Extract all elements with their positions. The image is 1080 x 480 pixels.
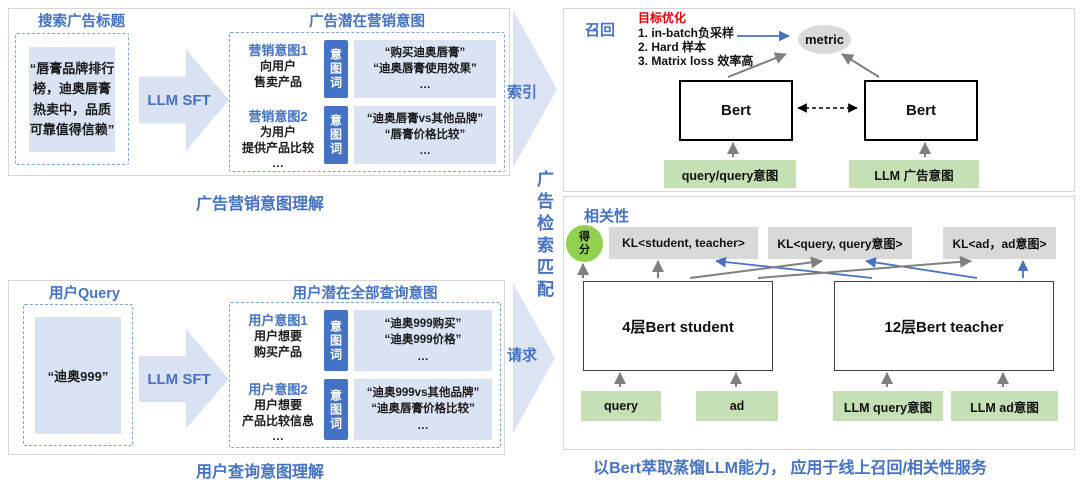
ad-input-title: 搜索广告标题	[38, 14, 125, 30]
query-dashed-box: “迪奥999”	[23, 304, 133, 446]
recall-input-left: query/query意图	[664, 160, 796, 188]
objectives-title: 目标优化	[638, 11, 687, 25]
intent-words-tag: 意图词	[324, 40, 348, 98]
intent-words-tag: 意图词	[324, 379, 348, 440]
user-intent-row-1: 用户意图1 用户想要 购买产品 意图词 “迪奥999购买” “迪奥999价格” …	[238, 310, 492, 371]
bert-teacher-box: 12层Bert teacher	[834, 281, 1054, 371]
intent-desc: 用户想要 产品比较信息 …	[241, 398, 314, 444]
bert-box-right: Bert	[864, 80, 978, 141]
ad-retrieval-match-label: 广告检索匹配	[534, 170, 553, 302]
kl-student-teacher-box: KL<student, teacher>	[609, 227, 758, 259]
bert-student-box: 4层Bert student	[583, 281, 773, 371]
bert-box-left: Bert	[679, 80, 793, 141]
student-input-ad: ad	[696, 391, 778, 421]
intent-keywords: “购买迪奥唇膏” “迪奥唇膏使用效果” …	[354, 40, 496, 98]
marketing-intent-row-2: 营销意图2 为用户 提供产品比较 … 意图词 “迪奥唇膏vs其他品牌” “唇膏价…	[238, 106, 496, 170]
intent-name: 营销意图1	[248, 43, 308, 58]
metric-node: metric	[798, 25, 851, 54]
ad-intent-panel: 搜索广告标题 “唇膏品牌排行榜，迪奥唇膏热卖中，品质可靠值得信赖” LLM SF…	[8, 8, 510, 176]
ad-understanding-caption: 广告营销意图理解	[195, 196, 324, 213]
recall-title: 召回	[585, 22, 616, 39]
llm-sft-label-top: LLM SFT	[147, 91, 211, 109]
teacher-input-ad-intent: LLM ad意图	[951, 391, 1058, 421]
request-label: 请求	[507, 347, 538, 364]
ad-title-dashed-box: “唇膏品牌排行榜，迪奥唇膏热卖中，品质可靠值得信赖”	[15, 33, 129, 165]
intent-desc: 为用户 提供产品比较 …	[241, 125, 314, 171]
distill-caption: 以Bert萃取蒸馏LLM能力， 应用于线上召回/相关性服务	[593, 460, 987, 477]
intent-label-group: 用户意图2 用户想要 产品比较信息 …	[238, 379, 318, 443]
kl-query-intent-box: KL<query, query意图>	[768, 227, 912, 259]
recall-input-right: LLM 广告意图	[849, 160, 979, 188]
intent-desc: 用户想要 购买产品	[253, 329, 302, 359]
relevance-panel: 相关性 得 分 KL<student, teacher> KL<query, q…	[563, 196, 1075, 450]
student-input-query: query	[581, 391, 661, 421]
query-text: “迪奥999”	[35, 317, 121, 434]
intent-words-tag: 意图词	[324, 310, 348, 371]
score-node: 得 分	[566, 225, 603, 262]
objectives-block: 目标优化 1. in-batch负采样 2. Hard 样本 3. Matrix…	[638, 9, 753, 68]
intent-desc: 向用户 售卖产品	[253, 59, 302, 89]
intent-name: 营销意图2	[248, 109, 308, 124]
marketing-intent-row-1: 营销意图1 向用户 售卖产品 意图词 “购买迪奥唇膏” “迪奥唇膏使用效果” …	[238, 40, 496, 98]
ad-output-title: 广告潜在营销意图	[309, 14, 425, 30]
intent-label-group: 用户意图1 用户想要 购买产品	[238, 310, 318, 371]
intent-keywords: “迪奥唇膏vs其他品牌” “唇膏价格比较” …	[354, 106, 496, 164]
intent-label-group: 营销意图2 为用户 提供产品比较 …	[238, 106, 318, 170]
kl-ad-intent-box: KL<ad，ad意图>	[943, 227, 1056, 259]
relevance-title: 相关性	[584, 208, 630, 225]
intent-words-tag: 意图词	[324, 106, 348, 164]
llm-sft-label-bottom: LLM SFT	[147, 370, 211, 388]
intent-keywords: “迪奥999vs其他品牌” “迪奥唇膏价格比较” …	[354, 379, 492, 440]
query-input-title: 用户Query	[49, 286, 120, 302]
teacher-input-query-intent: LLM query意图	[833, 391, 943, 421]
ad-intents-dashed-box: 营销意图1 向用户 售卖产品 意图词 “购买迪奥唇膏” “迪奥唇膏使用效果” ……	[229, 32, 505, 172]
query-output-title: 用户潜在全部查询意图	[292, 286, 438, 302]
intent-name: 用户意图2	[248, 382, 308, 397]
ad-title-text: “唇膏品牌排行榜，迪奥唇膏热卖中，品质可靠值得信赖”	[29, 47, 115, 152]
objectives-list: 1. in-batch负采样 2. Hard 样本 3. Matrix loss…	[638, 26, 754, 69]
recall-panel: 召回 目标优化 1. in-batch负采样 2. Hard 样本 3. Mat…	[563, 8, 1075, 192]
query-intent-panel: 用户Query “迪奥999” LLM SFT 用户潜在全部查询意图 用户意图1…	[8, 280, 505, 455]
intent-keywords: “迪奥999购买” “迪奥999价格” …	[354, 310, 492, 371]
user-intent-row-2: 用户意图2 用户想要 产品比较信息 … 意图词 “迪奥999vs其他品牌” “迪…	[238, 379, 492, 443]
intent-name: 用户意图1	[248, 313, 308, 328]
query-intents-dashed-box: 用户意图1 用户想要 购买产品 意图词 “迪奥999购买” “迪奥999价格” …	[229, 302, 501, 448]
query-understanding-caption: 用户查询意图理解	[195, 464, 324, 480]
index-label: 索引	[507, 84, 538, 101]
intent-label-group: 营销意图1 向用户 售卖产品	[238, 40, 318, 98]
